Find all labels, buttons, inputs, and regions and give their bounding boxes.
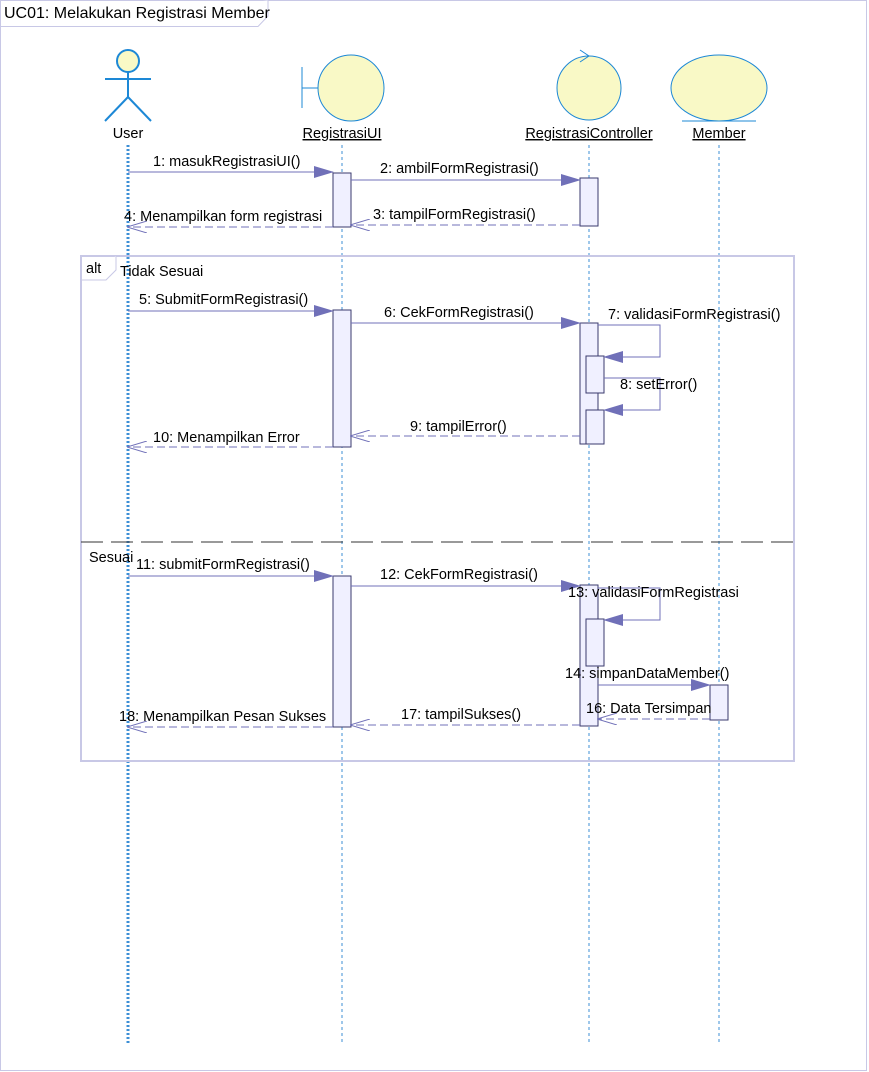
control-icon [556, 49, 622, 121]
guard-tidak-sesuai: Tidak Sesuai [120, 264, 203, 280]
participant-name-user: User [113, 126, 144, 142]
activation-ui-3 [332, 575, 352, 728]
message-arrow-7 [598, 324, 661, 363]
message-arrow-8 [603, 377, 661, 416]
participant-name-registrasiui: RegistrasiUI [303, 126, 382, 142]
alt-operator: alt [86, 261, 101, 277]
message-label-11: 11: submitFormRegistrasi() [136, 557, 310, 573]
message-label-12: 12: CekFormRegistrasi() [380, 567, 538, 583]
message-label-4: 4: Menampilkan form registrasi [124, 209, 322, 225]
diagram-title: UC01: Melakukan Registrasi Member [4, 5, 271, 22]
participant-name-member: Member [692, 126, 745, 142]
message-label-13: 13: validasiFormRegistrasi [568, 585, 739, 601]
message-label-14: 14: simpanDataMember() [565, 666, 729, 682]
activation-ctrl-2-nested-b [585, 409, 605, 445]
message-label-16: 16: Data Tersimpan [586, 701, 711, 717]
activation-ui-2 [332, 309, 352, 448]
alt-fragment [80, 255, 795, 762]
message-label-17: 17: tampilSukses() [401, 707, 521, 723]
message-label-6: 6: CekFormRegistrasi() [384, 305, 534, 321]
entity-icon [670, 54, 768, 122]
message-label-5: 5: SubmitFormRegistrasi() [139, 292, 308, 308]
activation-ctrl-2-nested-a [585, 355, 605, 394]
guard-sesuai: Sesuai [89, 550, 133, 566]
message-label-9: 9: tampilError() [410, 419, 507, 435]
message-label-3: 3: tampilFormRegistrasi() [373, 207, 536, 223]
message-label-7: 7: validasiFormRegistrasi() [608, 307, 780, 323]
alt-fragment-tab [81, 256, 117, 281]
message-label-1: 1: masukRegistrasiUI() [153, 154, 300, 170]
diagram-title-tab [0, 0, 269, 27]
activation-ctrl-1 [579, 177, 599, 227]
participant-name-registrasicontroller: RegistrasiController [525, 126, 652, 142]
message-label-2: 2: ambilFormRegistrasi() [380, 161, 539, 177]
activation-ctrl-3-nested [585, 618, 605, 667]
boundary-icon [301, 54, 385, 122]
message-label-8: 8: setError() [620, 377, 697, 393]
message-arrow-13 [598, 587, 661, 626]
message-label-18: 18: Menampilkan Pesan Sukses [119, 709, 326, 725]
message-label-10: 10: Menampilkan Error [153, 430, 300, 446]
activation-ui-1 [332, 172, 352, 228]
activation-member-1 [709, 684, 729, 721]
actor-icon [104, 49, 152, 122]
